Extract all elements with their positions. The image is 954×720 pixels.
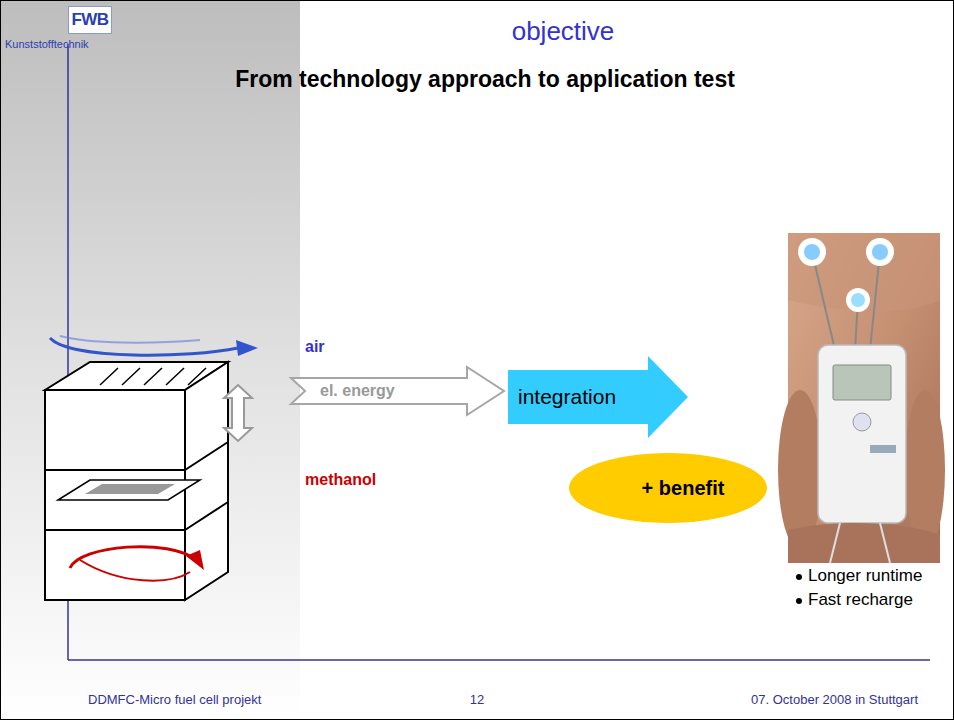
energy-arrow: el. energy [290, 366, 505, 416]
node-outline [291, 367, 504, 415]
page-number: 12 [470, 692, 484, 707]
node-text: integration [518, 385, 616, 409]
air-flow-arrow [50, 336, 258, 356]
bullet-text: Longer runtime [808, 566, 922, 585]
grey-panel [0, 0, 300, 720]
bullet-text-box: Fast recharge [808, 590, 913, 610]
node-text: FWB [71, 10, 108, 30]
footer-text: DDMFC-Micro fuel cell projekt [88, 692, 261, 707]
benefit-ellipse: + benefit [568, 452, 768, 524]
node-outline [569, 453, 767, 523]
node-outline [508, 356, 688, 438]
footer-text-box: DDMFC-Micro fuel cell projekt [88, 690, 261, 708]
node-text: el. energy [320, 382, 395, 400]
integration-arrow: integration [508, 356, 688, 438]
bullet-text-box: Longer runtime [808, 566, 922, 586]
footer-date-box: 07. October 2008 in Stuttgart [618, 690, 918, 708]
subtitle-box: From technology approach to application … [120, 66, 850, 93]
bullet-dots [796, 574, 802, 604]
subtitle: From technology approach to application … [235, 66, 735, 92]
air-label: air [305, 338, 325, 355]
device-photo [778, 233, 945, 563]
methanol-flow-arrow [70, 547, 204, 581]
title-text: objective [512, 16, 615, 46]
page-number-box: 12 [427, 690, 527, 708]
fuel-cell-drawing [45, 362, 228, 600]
double-arrow [224, 385, 252, 441]
footer-date: 07. October 2008 in Stuttgart [751, 692, 918, 707]
horizontal-rule [68, 659, 930, 661]
logo-box: FWBKunststofftechnik [68, 6, 112, 34]
air-label-box: air [305, 338, 325, 356]
node-text: + benefit [642, 477, 725, 500]
bullet-text: Fast recharge [808, 590, 913, 609]
methanol-label: methanol [305, 471, 376, 488]
node-subtext: Kunststofftechnik [5, 38, 89, 50]
methanol-label-box: methanol [305, 471, 376, 489]
slide-title: objective [413, 16, 713, 47]
